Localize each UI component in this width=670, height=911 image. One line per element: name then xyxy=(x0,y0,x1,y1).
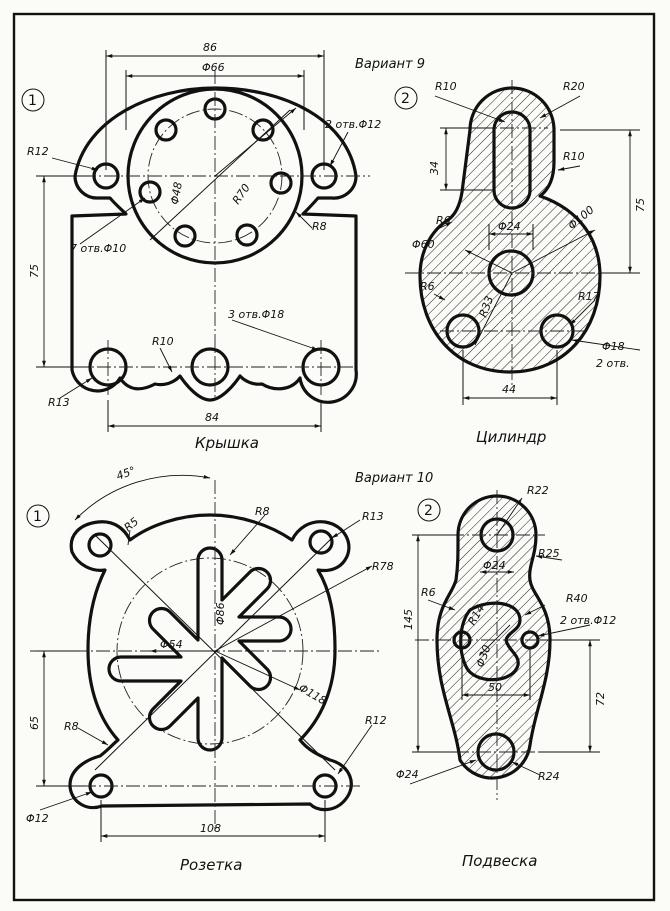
sheet-frame xyxy=(12,12,656,902)
tsilindr-dim-d60: Φ60 xyxy=(412,238,435,251)
tsilindr-dim-r6b: R6 xyxy=(420,280,435,293)
kryshka-small-holes xyxy=(138,97,293,248)
rozetka-hole-top-left xyxy=(87,532,113,558)
rozetka-hole-top-right xyxy=(308,529,334,555)
podveska-dim-r25: R25 xyxy=(538,547,560,560)
part-number-1-bottom: 1 xyxy=(26,504,50,528)
tsilindr-dim-75: 75 xyxy=(634,198,647,212)
kryshka-dim-r12: R12 xyxy=(27,145,49,158)
kryshka-title: Крышка xyxy=(195,434,259,452)
kryshka-outline xyxy=(70,86,358,404)
rozetka-dim-r8b: R8 xyxy=(64,720,79,733)
rozetka-dim-65: 65 xyxy=(28,716,41,730)
tsilindr-dim-d24: Φ24 xyxy=(498,220,521,233)
podveska-center-cutout xyxy=(459,601,522,682)
podveska-dim-50: 50 xyxy=(488,681,502,694)
rozetka-title: Розетка xyxy=(180,856,242,874)
rozetka-dim-r12: R12 xyxy=(365,714,387,727)
tsilindr-dim-r20: R20 xyxy=(563,80,585,93)
kryshka-dim-holes18: 3 отв.Φ18 xyxy=(228,308,284,321)
rozetka-dim-r78: R78 xyxy=(372,560,394,573)
part-number-2-bottom: 2 xyxy=(417,498,441,522)
rozetka-drawing: 45° R5 R8 R13 R78 Φ86 Φ54 Φ118 65 R8 R12… xyxy=(26,464,394,842)
podveska-outline xyxy=(435,494,552,780)
podveska-dim-holes: 2 отв.Φ12 xyxy=(560,614,616,627)
rozetka-dim-r13: R13 xyxy=(362,510,384,523)
tsilindr-dim-r10a: R10 xyxy=(435,80,457,93)
kryshka-dim-84: 84 xyxy=(205,411,219,424)
svg-text:2: 2 xyxy=(424,503,433,519)
tsilindr-dim-r10b: R10 xyxy=(563,150,585,163)
podveska-dim-145: 145 xyxy=(402,609,415,630)
tsilindr-dim-r6a: R6 xyxy=(436,214,451,227)
tsilindr-dim-r17: R17 xyxy=(578,290,600,303)
variant-9-label: Вариант 9 xyxy=(355,57,425,72)
kryshka-dim-d66: Φ66 xyxy=(202,61,225,74)
rozetka-dim-r8a: R8 xyxy=(255,505,270,518)
podveska-drawing: R22 Φ24 R25 R6 R14 R40 2 отв.Φ12 145 Φ30… xyxy=(396,484,616,800)
kryshka-dim-75: 75 xyxy=(28,264,41,278)
tsilindr-dim-d18: Φ18 xyxy=(602,340,625,353)
podveska-title: Подвеска xyxy=(462,852,537,870)
rozetka-dim-108: 108 xyxy=(200,822,221,835)
part-number-1-top: 1 xyxy=(21,88,45,112)
svg-text:1: 1 xyxy=(28,93,37,109)
podveska-dim-r6: R6 xyxy=(421,586,436,599)
part-number-2-top: 2 xyxy=(394,86,418,110)
rozetka-dim-d86: Φ86 xyxy=(214,602,227,625)
kryshka-dim-86: 86 xyxy=(203,41,217,54)
kryshka-drawing: 86 Φ66 R12 2 отв.Φ12 Φ48 R70 R8 7 отв.Φ1… xyxy=(27,41,381,432)
tsilindr-drawing: R10 R20 R10 34 75 R6 Φ24 Φ100 Φ60 R6 R33… xyxy=(405,80,647,405)
kryshka-dim-holes10: 7 отв.Φ10 xyxy=(70,242,126,255)
tsilindr-dim-44: 44 xyxy=(502,383,516,396)
podveska-dim-d24b: Φ24 xyxy=(396,768,419,781)
tsilindr-dim-34: 34 xyxy=(428,161,441,175)
kryshka-dim-holes12: 2 отв.Φ12 xyxy=(325,118,381,131)
rozetka-dim-d12: Φ12 xyxy=(26,812,49,825)
rozetka-dim-45: 45° xyxy=(115,464,138,483)
kryshka-dim-r13: R13 xyxy=(48,396,70,409)
rozetka-dim-d54: Φ54 xyxy=(160,638,183,651)
kryshka-dim-r8: R8 xyxy=(312,220,327,233)
rozetka-outline xyxy=(68,513,353,812)
podveska-dim-72: 72 xyxy=(594,692,607,706)
tsilindr-title: Цилиндр xyxy=(476,428,546,446)
podveska-dim-r24: R24 xyxy=(538,770,560,783)
tsilindr-dim-holes: 2 отв. xyxy=(596,357,630,370)
svg-text:2: 2 xyxy=(401,91,410,107)
svg-text:1: 1 xyxy=(33,509,42,525)
rozetka-dim-d118: Φ118 xyxy=(297,681,329,707)
tsilindr-slot xyxy=(492,110,532,210)
rozetka-star-cutout xyxy=(107,546,293,752)
podveska-dim-r22: R22 xyxy=(527,484,549,497)
kryshka-dim-r70: R70 xyxy=(230,182,253,207)
tsilindr-outline xyxy=(418,86,602,374)
kryshka-dim-r10: R10 xyxy=(152,335,174,348)
podveska-dim-r40: R40 xyxy=(566,592,588,605)
kryshka-dim-d48: Φ48 xyxy=(168,181,185,206)
podveska-dim-d24a: Φ24 xyxy=(483,559,506,572)
variant-10-label: Вариант 10 xyxy=(355,471,433,486)
